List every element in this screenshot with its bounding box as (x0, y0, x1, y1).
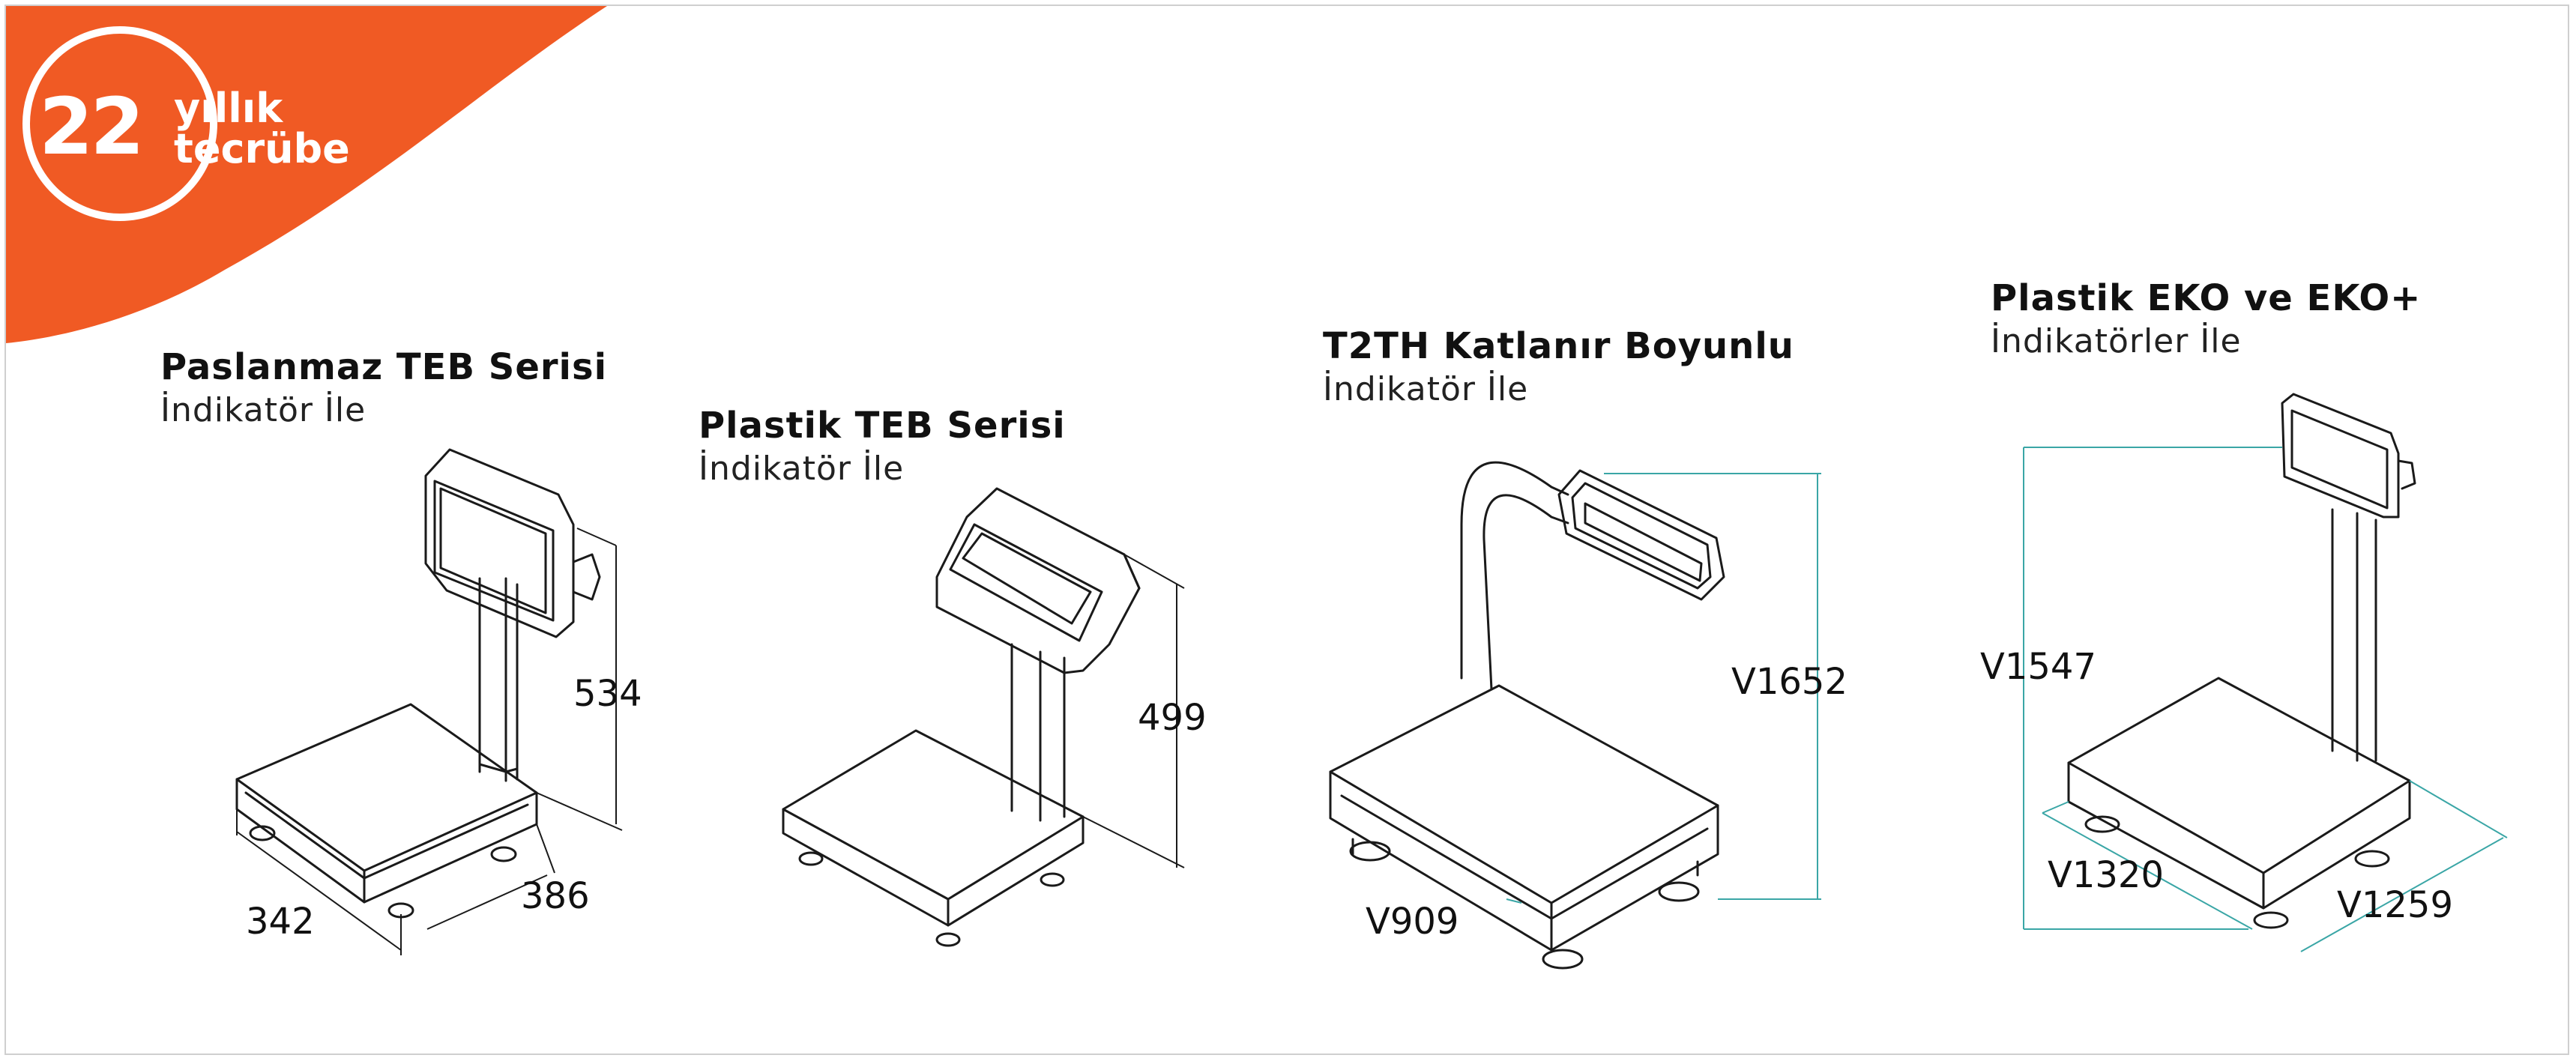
product-title: Plastik EKO ve EKO+ (1991, 277, 2422, 319)
dimension-depth: 386 (521, 875, 590, 917)
dim-lines-scale-1 (236, 528, 623, 955)
badge-shape (6, 6, 607, 343)
dimension-height: V1547 (1980, 646, 2096, 688)
dim-lines-scale-4 (2023, 447, 2508, 952)
badge-number: 22 (39, 81, 145, 172)
dimension-width: V909 (1366, 901, 1459, 943)
scale-plastic-eko (2067, 393, 2416, 929)
dimension-height: 499 (1138, 697, 1207, 739)
dimension-width: V1320 (2048, 854, 2164, 896)
product-title: Plastik TEB Serisi (699, 405, 1066, 447)
dimension-width: 342 (246, 901, 315, 943)
badge-line-2: tecrübe (174, 125, 350, 172)
product-subtitle: İndikatör İle (160, 391, 367, 429)
product-subtitle: İndikatör İle (699, 450, 905, 488)
dim-lines-scale-3 (1506, 473, 1821, 904)
dim-lines-scale-2 (1082, 554, 1185, 868)
badge-line-1: yıllık (174, 85, 283, 132)
badge-ring (22, 26, 217, 221)
dimension-height: V1652 (1731, 661, 1847, 703)
frame-border (4, 4, 2569, 1055)
product-subtitle: İndikatör İle (1323, 370, 1529, 408)
dimension-height: 534 (573, 673, 642, 715)
dimension-depth: V1259 (2337, 884, 2453, 926)
product-subtitle: İndikatörler İle (1991, 322, 2242, 360)
scale-plastic-teb (782, 487, 1141, 947)
product-title: T2TH Katlanır Boyunlu (1323, 325, 1794, 367)
product-title: Paslanmaz TEB Serisi (160, 346, 608, 388)
scale-t2th (1329, 461, 1725, 970)
